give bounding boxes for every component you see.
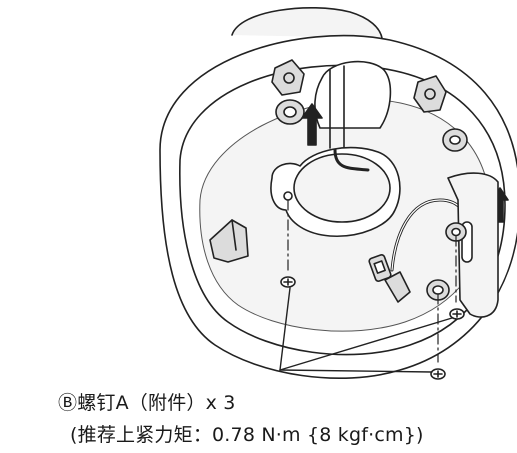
boss-upper-left bbox=[275, 99, 305, 125]
bracket-top-left bbox=[271, 59, 305, 96]
boss-upper-right bbox=[442, 128, 468, 152]
up-arrow-left bbox=[301, 103, 323, 146]
screw-left bbox=[280, 276, 296, 288]
screw-callout-label: Ⓑ螺钉A（附件）x 3 bbox=[58, 392, 236, 414]
small-tab-lower bbox=[384, 271, 411, 303]
bracket-top-right bbox=[413, 75, 447, 113]
dome-top bbox=[231, 7, 383, 39]
guide-lines bbox=[287, 199, 457, 363]
bracket-left bbox=[209, 219, 249, 263]
screw-right bbox=[449, 308, 465, 320]
leader-lines bbox=[279, 287, 453, 373]
boss-lower-right bbox=[426, 279, 450, 301]
torque-note: (推荐上紧力矩：0.78 N·m {8 kgf·cm}) bbox=[70, 424, 424, 446]
boss-mid-right bbox=[445, 222, 467, 242]
cable-connector bbox=[368, 254, 392, 282]
screw-bottom bbox=[430, 368, 446, 380]
cable-opening bbox=[314, 60, 392, 151]
